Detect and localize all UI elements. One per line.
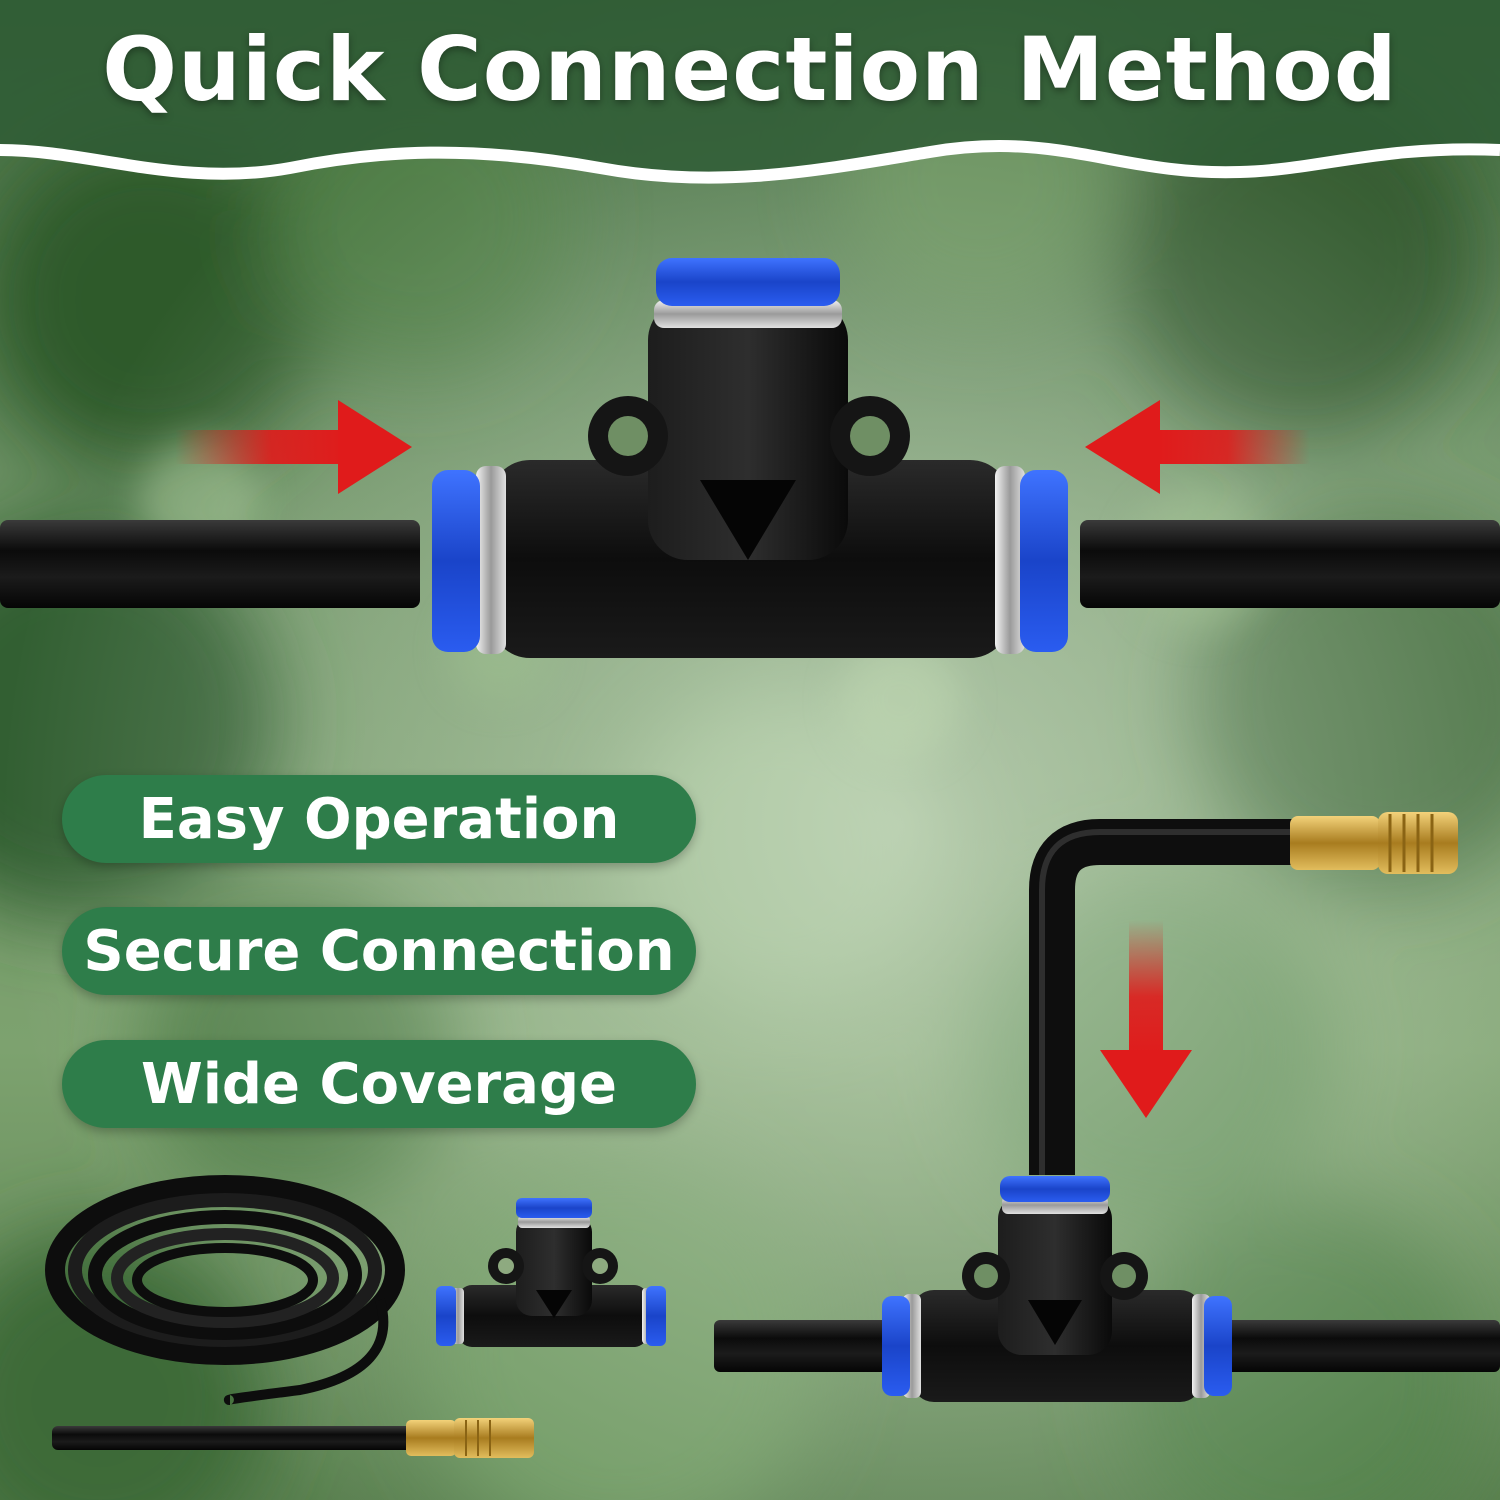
page-title: Quick Connection Method [102,18,1398,121]
left-tube [0,520,420,608]
push-collet-right [1020,470,1068,652]
coiled-tubing [45,1175,405,1405]
large-tee-fitting [0,258,1500,658]
elbow-tube-with-nozzle [1029,812,1458,1175]
feature-badge-wide-coverage: Wide Coverage [62,1040,696,1128]
brass-nozzle [1290,816,1380,870]
push-collet-left [432,470,480,652]
right-arrow-icon [175,400,412,494]
tube-with-nozzle [52,1418,534,1458]
right-tube [1080,520,1500,608]
push-collet-top [656,258,840,306]
feature-badge-easy-operation: Easy Operation [62,775,696,863]
left-arrow-icon [1085,400,1310,494]
loose-tee-fitting [436,1198,666,1347]
assembled-tee-fitting [714,1176,1500,1402]
down-arrow-icon [1100,920,1192,1118]
feature-badge-secure-connection: Secure Connection [62,907,696,995]
